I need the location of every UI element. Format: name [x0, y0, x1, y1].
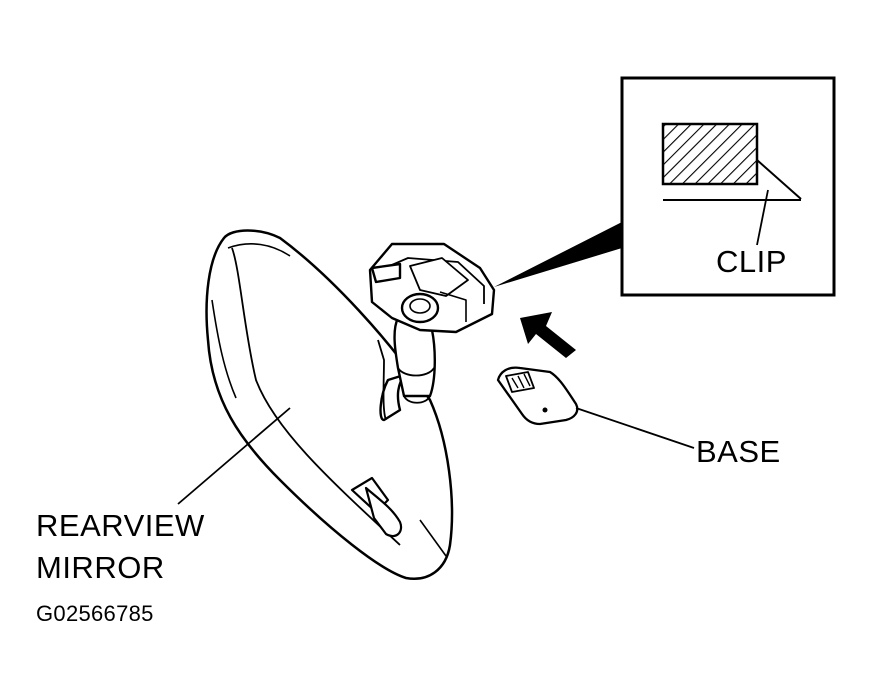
- mirror-lower-tab: [350, 476, 403, 538]
- install-direction-arrow: [520, 312, 576, 358]
- mirror-leader: [177, 407, 291, 505]
- mirror-base: [496, 366, 579, 426]
- base-leader: [575, 407, 695, 449]
- rearview-mirror: [205, 229, 454, 580]
- clip-detail-inset: [620, 76, 836, 297]
- hatched-block: [661, 122, 759, 186]
- clip-label: CLIP: [716, 244, 787, 279]
- rearview-mirror-label: REARVIEW MIRROR: [36, 505, 205, 589]
- rearview-mirror-label-line1: REARVIEW: [36, 508, 205, 543]
- inset-pointer: [494, 222, 622, 287]
- rearview-mirror-label-line2: MIRROR: [36, 550, 165, 585]
- base-label: BASE: [696, 434, 781, 469]
- figure-code: G02566785: [36, 601, 154, 626]
- mirror-mount: [368, 242, 496, 422]
- clip-leader: [756, 189, 769, 246]
- clip-wedge: [756, 159, 802, 200]
